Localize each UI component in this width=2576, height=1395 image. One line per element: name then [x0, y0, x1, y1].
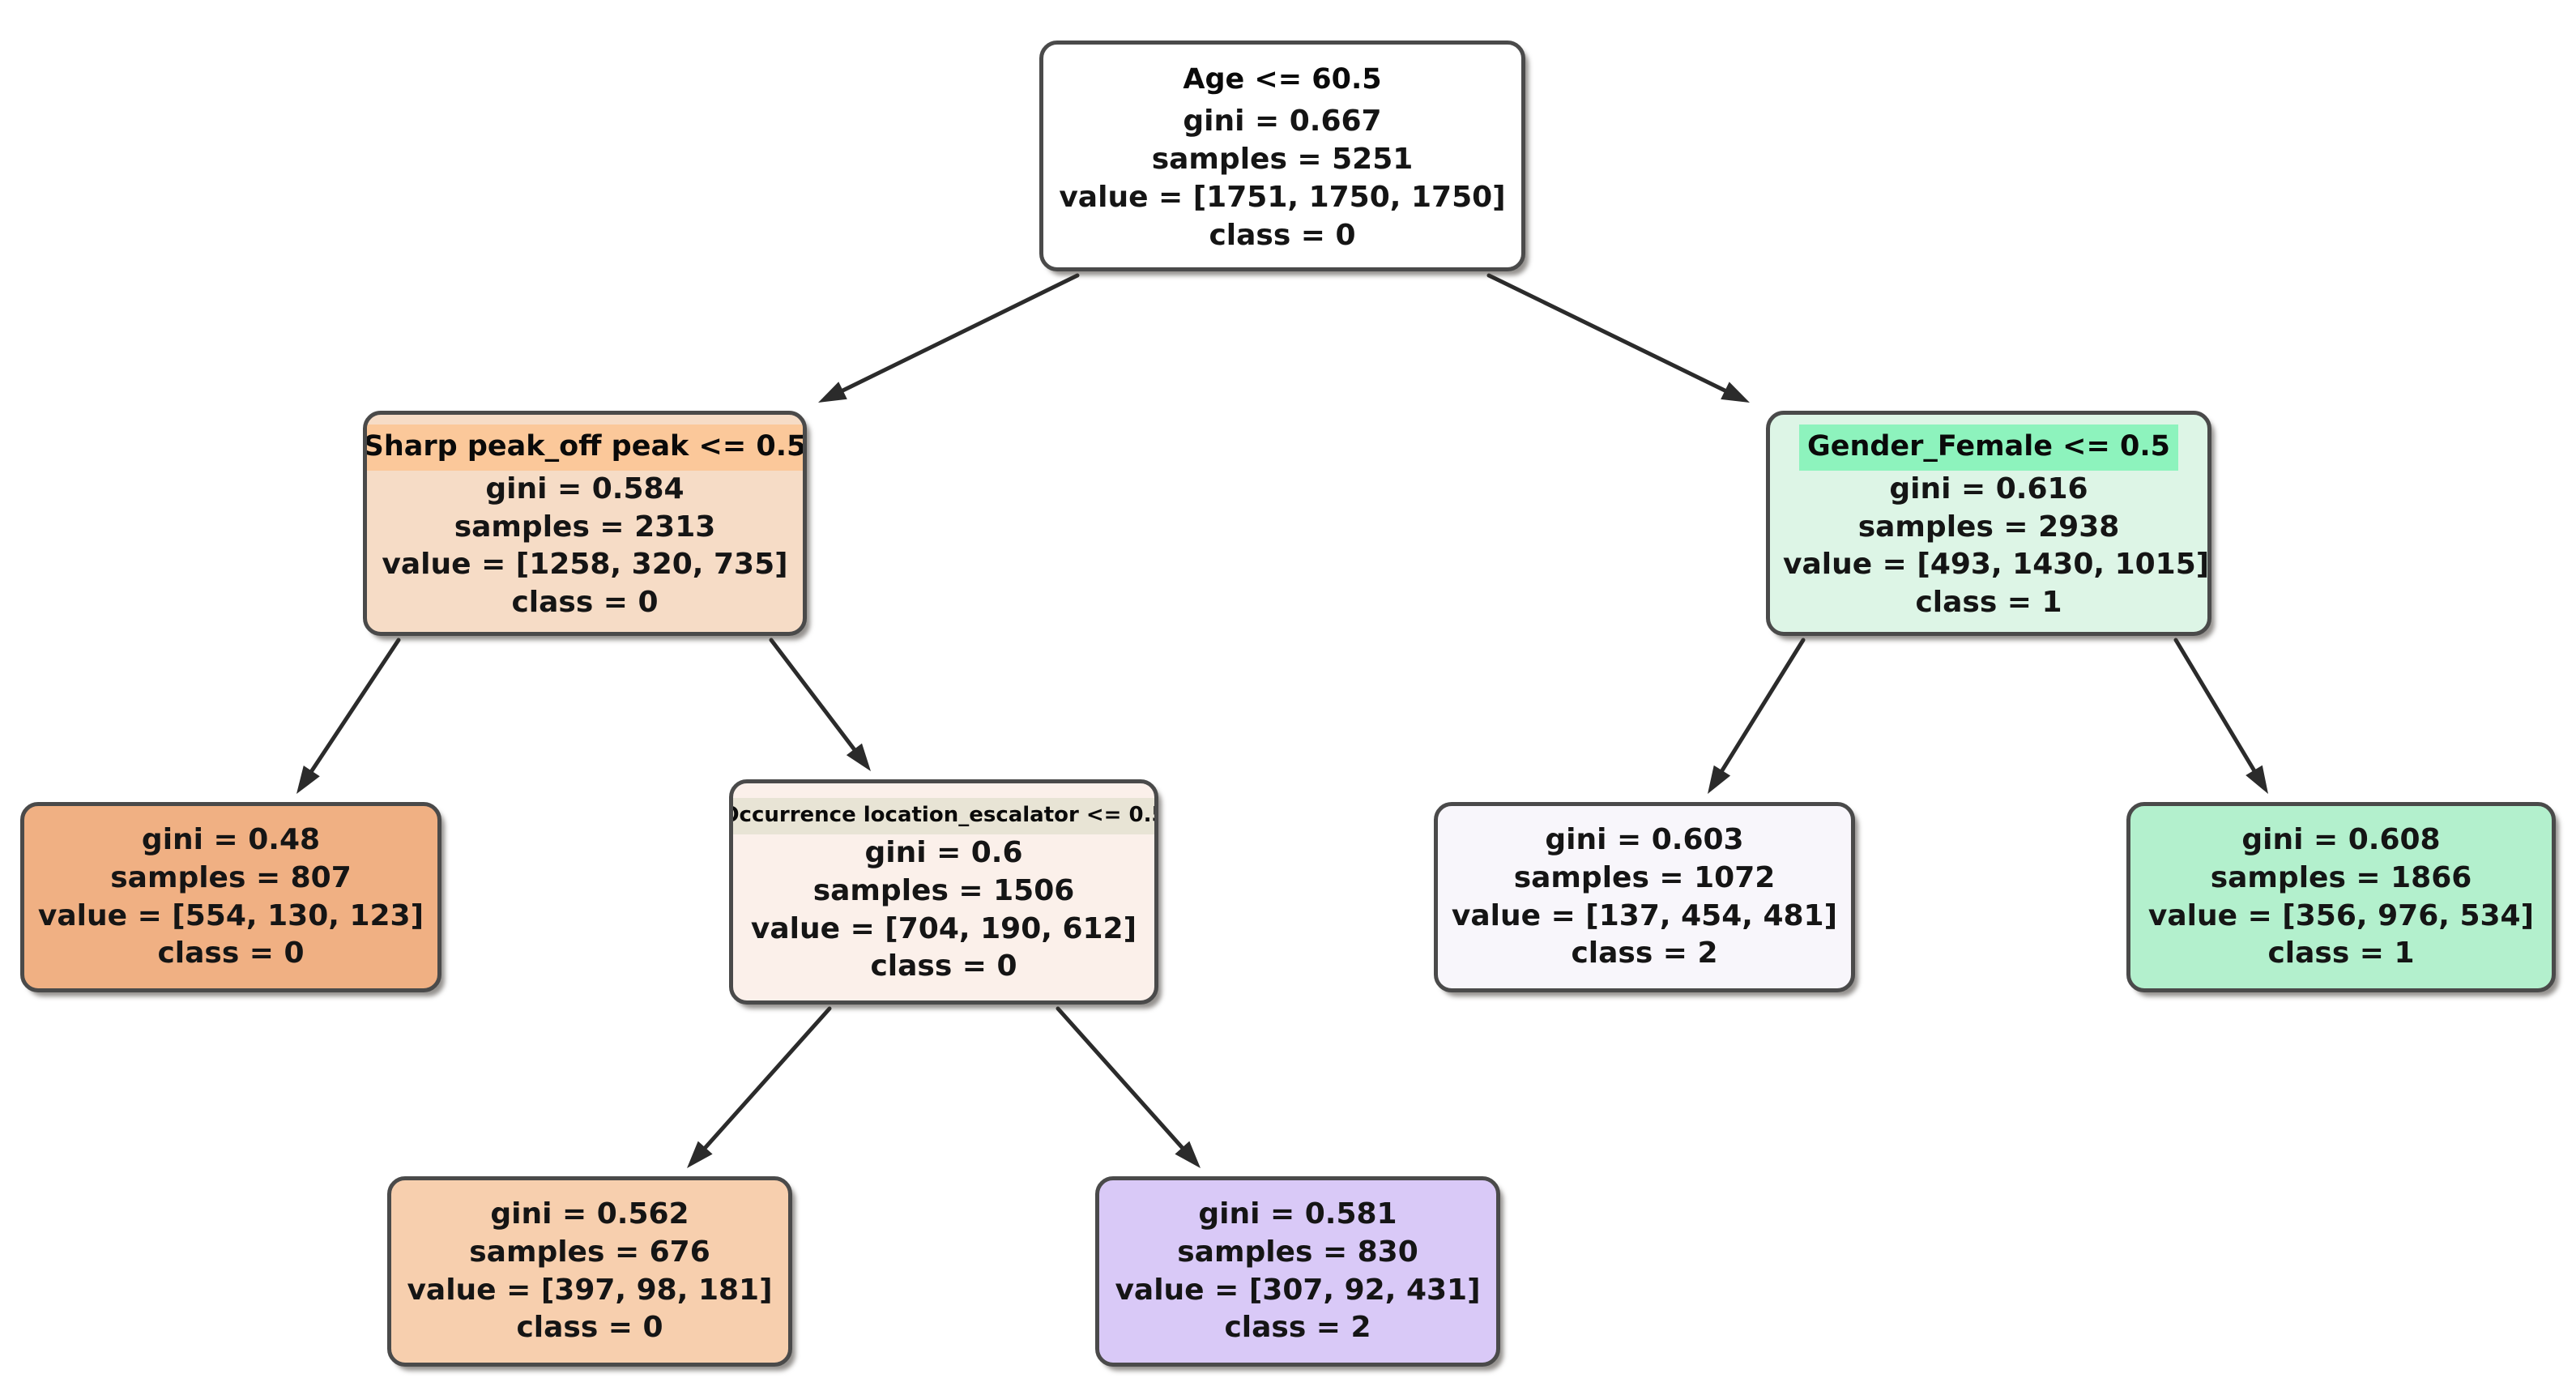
tree-edge-n0-n1 [818, 273, 1080, 403]
node-title-row: Age <= 60.5 [1056, 57, 1508, 104]
node-samples: samples = 1866 [2210, 860, 2472, 894]
node-samples: samples = 1506 [812, 873, 1075, 907]
tree-leaf-node: gini = 0.48 samples = 807 value = [554, 13… [20, 802, 441, 992]
node-gini: gini = 0.616 [1889, 471, 2088, 506]
node-stats: gini = 0.603 samples = 1072 value = [137, … [1451, 821, 1838, 973]
tree-edge-n2-n5 [1708, 638, 1806, 794]
node-class: class = 1 [1915, 586, 2062, 620]
node-gini: gini = 0.584 [485, 471, 685, 506]
node-value: value = [397, 98, 181] [407, 1273, 773, 1307]
node-samples: samples = 2938 [1857, 510, 2120, 544]
node-gini: gini = 0.581 [1198, 1197, 1397, 1231]
node-gini: gini = 0.603 [1545, 822, 1744, 856]
node-class: class = 2 [1224, 1311, 1371, 1345]
node-value: value = [1258, 320, 735] [382, 548, 788, 582]
tree-leaf-node: gini = 0.581 samples = 830 value = [307, 9… [1095, 1176, 1500, 1367]
node-samples: samples = 1072 [1513, 860, 1776, 894]
node-split-condition: Sharp peak_off peak <= 0.5 [367, 424, 803, 471]
node-title-row: Gender_Female <= 0.5 [1783, 424, 2194, 471]
tree-edge-n2-n6 [2173, 638, 2268, 794]
node-gini: gini = 0.6 [864, 836, 1023, 870]
node-value: value = [137, 454, 481] [1451, 898, 1838, 932]
tree-edge-n0-n2 [1486, 273, 1750, 403]
node-value: value = [554, 130, 123] [37, 898, 424, 932]
tree-edge-n4-n7 [687, 1006, 832, 1168]
node-split-condition: Age <= 60.5 [1175, 57, 1390, 104]
node-class: class = 1 [2267, 936, 2415, 971]
node-gini: gini = 0.48 [141, 822, 321, 856]
node-samples: samples = 830 [1177, 1235, 1418, 1269]
node-class: class = 0 [1209, 218, 1356, 252]
node-class: class = 0 [516, 1311, 663, 1345]
node-stats: gini = 0.562 samples = 676 value = [397, 9… [404, 1196, 775, 1347]
tree-leaf-node: gini = 0.603 samples = 1072 value = [137, … [1434, 802, 1855, 992]
tree-edge-n1-n4 [769, 638, 871, 771]
node-value: value = [356, 976, 534] [2147, 898, 2535, 932]
node-title-row: Sharp peak_off peak <= 0.5 [367, 424, 803, 471]
node-class: class = 0 [157, 936, 305, 971]
node-value: value = [493, 1430, 1015] [1783, 548, 2210, 582]
node-gini: gini = 0.667 [1183, 105, 1382, 139]
node-class: class = 0 [870, 949, 1017, 983]
node-gini: gini = 0.608 [2241, 822, 2441, 856]
tree-leaf-node: gini = 0.562 samples = 676 value = [397, 9… [387, 1176, 792, 1367]
node-samples: samples = 5251 [1151, 143, 1414, 177]
node-stats: gini = 0.48 samples = 807 value = [554, 13… [37, 821, 424, 973]
tree-edge-n1-n3 [296, 638, 401, 794]
node-stats: gini = 0.581 samples = 830 value = [307, 9… [1112, 1196, 1483, 1347]
node-value: value = [1751, 1750, 1750] [1059, 180, 1506, 214]
node-samples: samples = 676 [469, 1235, 710, 1269]
node-value: value = [704, 190, 612] [750, 911, 1137, 945]
node-samples: samples = 2313 [454, 510, 716, 544]
node-class: class = 2 [1571, 936, 1718, 971]
tree-leaf-node: gini = 0.608 samples = 1866 value = [356, … [2126, 802, 2556, 992]
node-value: value = [307, 92, 431] [1115, 1273, 1481, 1307]
node-gini: gini = 0.562 [490, 1197, 689, 1231]
node-split-condition: Gender_Female <= 0.5 [1798, 424, 2178, 471]
tree-edge-n4-n8 [1056, 1006, 1201, 1168]
node-stats: gini = 0.616 samples = 2938 value = [493, … [1783, 471, 2210, 622]
node-title-row: Occurrence location_escalator <= 0.5 [733, 797, 1154, 835]
node-samples: samples = 807 [110, 860, 352, 894]
node-stats: gini = 0.584 samples = 2313 value = [1258,… [380, 471, 790, 622]
node-class: class = 0 [511, 586, 659, 620]
node-split-condition: Occurrence location_escalator <= 0.5 [733, 797, 1154, 835]
node-stats: gini = 0.608 samples = 1866 value = [356, … [2143, 821, 2539, 973]
